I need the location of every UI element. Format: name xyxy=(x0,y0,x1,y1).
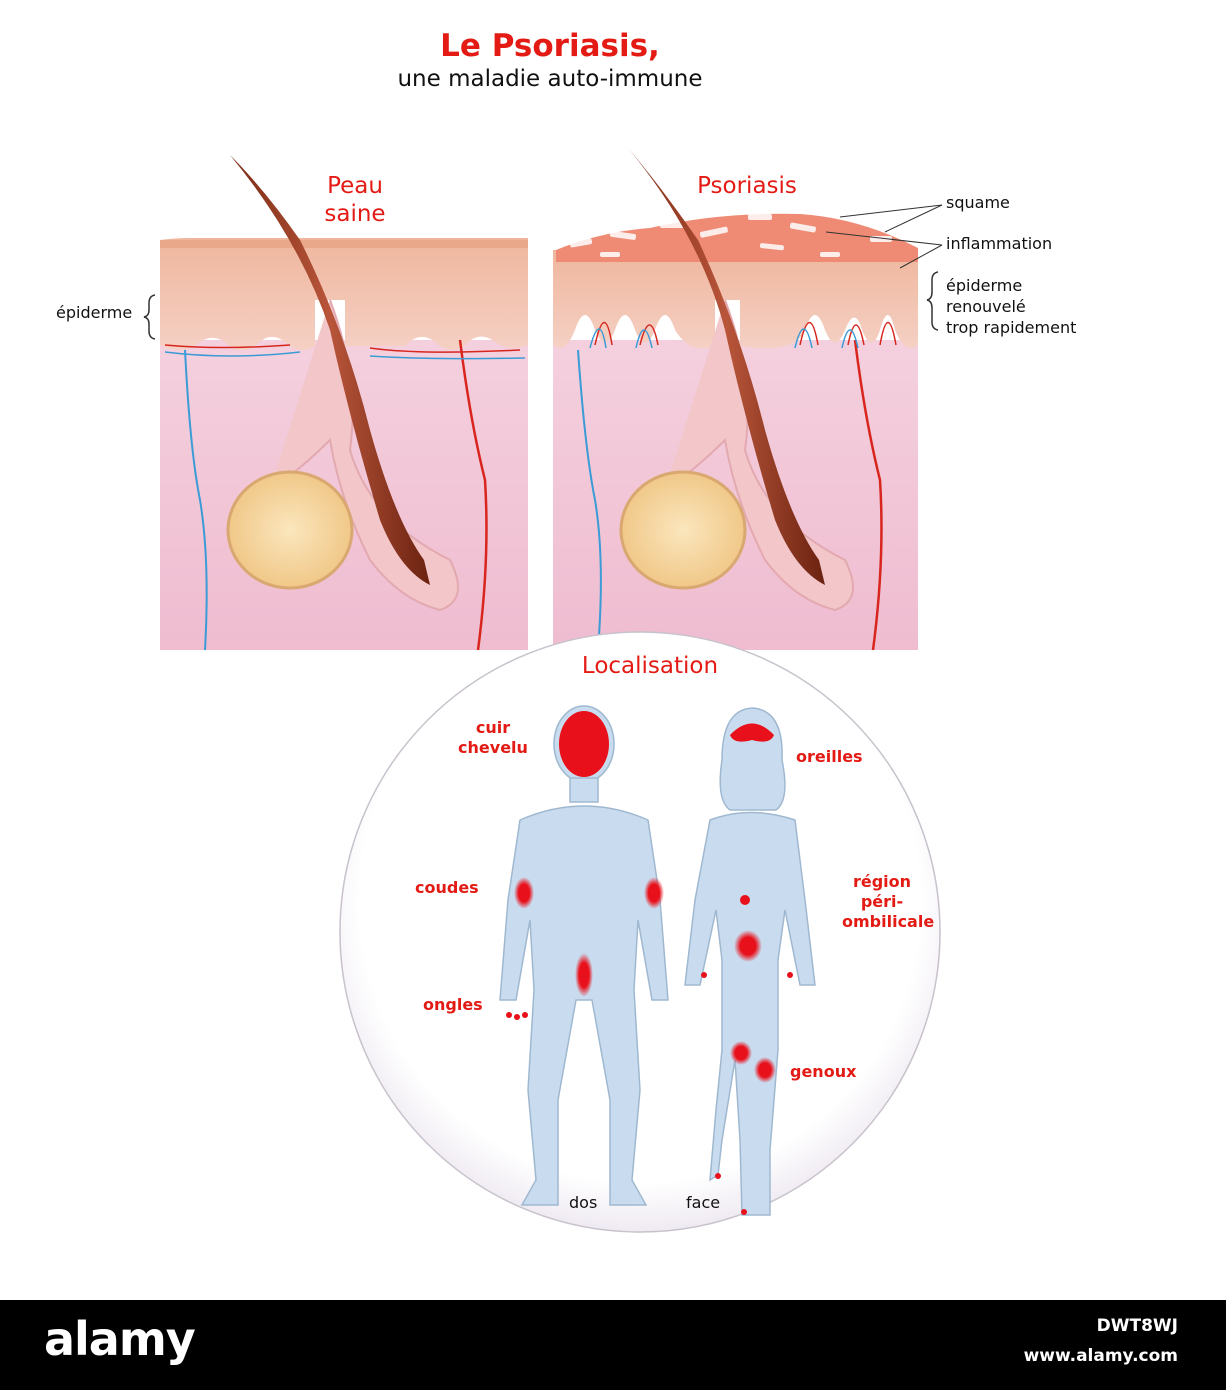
genoux-label: genoux xyxy=(790,1062,857,1081)
hair-shaft xyxy=(230,155,430,585)
oreilles-label: oreilles xyxy=(796,747,863,766)
squame-leader xyxy=(839,204,943,218)
epidermis-layer xyxy=(160,238,528,351)
artery xyxy=(853,339,883,651)
coudes-label: coudes xyxy=(415,878,479,897)
lesion-elbow-left xyxy=(514,877,534,909)
renewed-line1: épiderme xyxy=(946,276,1023,295)
epiderme-annotation: épiderme xyxy=(56,303,133,322)
lesion-pelvic xyxy=(734,930,762,962)
face-label: face xyxy=(686,1193,721,1212)
healthy-label-line2: saine xyxy=(324,201,386,227)
lesion-hairline xyxy=(730,723,774,742)
region-line1: région xyxy=(852,872,912,891)
footer-bar xyxy=(0,1300,1226,1390)
brand-logo: alamy xyxy=(44,1312,196,1366)
cuir-line2: chevelu xyxy=(458,738,528,757)
hair-shaft xyxy=(628,148,825,585)
scales xyxy=(569,210,892,257)
lesion-knee-right xyxy=(754,1057,776,1083)
region-line2: péri- xyxy=(860,892,904,911)
lesion-scalp xyxy=(559,711,609,777)
inflammation-leader xyxy=(825,231,943,246)
squame-annotation: squame xyxy=(946,193,1010,212)
lesion-navel xyxy=(740,895,750,905)
artery xyxy=(458,339,488,651)
back-lesions xyxy=(506,711,664,1020)
sebaceous-gland xyxy=(619,470,747,590)
front-lesions xyxy=(701,723,793,1215)
vein xyxy=(184,349,208,651)
footer-url: www.alamy.com xyxy=(1023,1346,1178,1366)
page-subtitle: une maladie auto-immune xyxy=(397,66,703,92)
lesion-gluteal xyxy=(575,953,593,997)
renewed-brace xyxy=(926,271,939,331)
page-title: Le Psoriasis, xyxy=(440,28,660,64)
vein xyxy=(577,349,602,651)
epiderme-brace xyxy=(143,294,156,340)
inflammation-layer xyxy=(556,213,918,262)
dos-label: dos xyxy=(569,1193,598,1212)
diagram-artwork xyxy=(143,148,943,1233)
renewed-epidermis-annotation: épiderme renouvelé trop rapidement xyxy=(946,275,1076,338)
sebaceous-gland xyxy=(226,470,354,590)
healthy-skin-label: Peau saine xyxy=(305,172,405,228)
renewed-line2: renouvelé xyxy=(946,297,1026,316)
region-line3: ombilicale xyxy=(842,912,935,931)
image-code: DWT8WJ xyxy=(1096,1316,1178,1336)
inflammation-annotation: inflammation xyxy=(946,234,1053,253)
cuir-line1: cuir xyxy=(475,718,511,737)
lesion-knee-left xyxy=(730,1041,752,1065)
lesion-elbow-right xyxy=(644,877,664,909)
cuir-chevelu-label: cuir chevelu xyxy=(456,718,530,758)
healthy-skin-illustration xyxy=(160,155,528,651)
renewed-line3: trop rapidement xyxy=(946,318,1077,337)
psoriasis-skin-illustration xyxy=(553,148,918,651)
thickened-epidermis xyxy=(553,250,918,349)
psoriasis-label: Psoriasis xyxy=(697,173,797,199)
localisation-title: Localisation xyxy=(581,653,719,679)
ongles-label: ongles xyxy=(423,995,483,1014)
region-periombilicale-label: région péri- ombilicale xyxy=(842,872,935,932)
healthy-label-line1: Peau xyxy=(327,173,383,199)
